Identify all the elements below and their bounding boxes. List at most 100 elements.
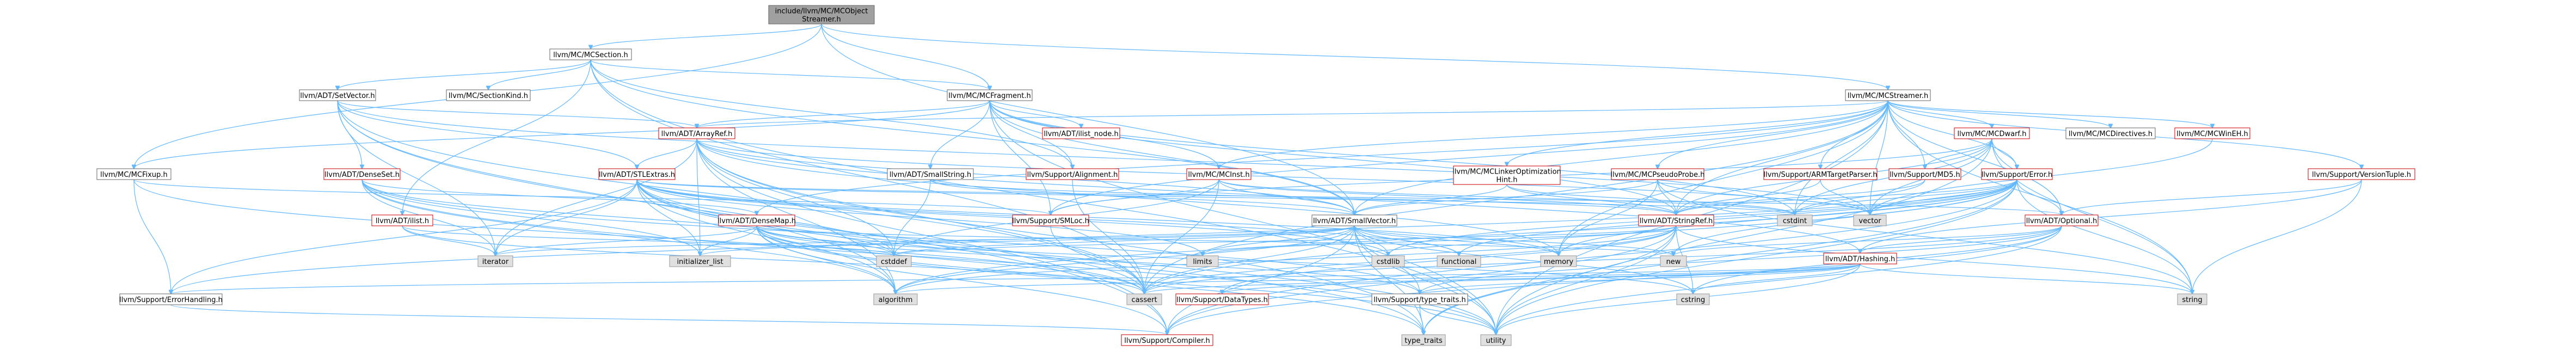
node-cassert: cassert xyxy=(1126,293,1162,305)
edge-stringref-to-cassert xyxy=(1144,225,1677,294)
node-densemap[interactable]: llvm/ADT/DenseMap.h xyxy=(717,214,796,226)
node-box xyxy=(1186,168,1252,180)
edge-optional-to-utility xyxy=(1496,225,2062,335)
node-label: Hint.h xyxy=(1496,176,1517,184)
node-smallvector[interactable]: llvm/ADT/SmallVector.h xyxy=(1311,214,1397,226)
edge-mcfragment-to-smallvector xyxy=(989,100,1354,215)
node-optional[interactable]: llvm/ADT/Optional.h xyxy=(2025,214,2099,226)
edge-ilist-to-iterator xyxy=(402,225,495,256)
edge-mcpseudoprobe-to-smallvector xyxy=(1354,179,1658,215)
edge-root-to-mcfragment xyxy=(821,23,990,90)
edge-setvector-to-cassert xyxy=(337,100,1144,294)
node-mcwineh[interactable]: llvm/MC/MCWinEH.h xyxy=(2174,127,2250,139)
node-label: llvm/ADT/Optional.h xyxy=(2026,217,2097,225)
node-mcfragment[interactable]: llvm/MC/MCFragment.h xyxy=(947,89,1033,101)
node-mcpseudoprobe[interactable]: llvm/MC/MCPseudoProbe.h xyxy=(1611,168,1705,180)
edge-versiontuple-to-hashing xyxy=(1860,179,2362,253)
edge-setvector-to-vector xyxy=(337,100,1870,215)
node-box xyxy=(1540,255,1577,267)
node-smallstring[interactable]: llvm/ADT/SmallString.h xyxy=(887,168,974,180)
node-mcfixup[interactable]: llvm/MC/MCFixup.h xyxy=(96,168,171,180)
node-box xyxy=(718,214,795,226)
node-ilist-node[interactable]: llvm/ADT/ilist_node.h xyxy=(1042,127,1120,139)
node-label: llvm/MC/SectionKind.h xyxy=(449,92,528,100)
node-label: Streamer.h xyxy=(802,16,841,24)
node-label: llvm/Support/Error.h xyxy=(1982,171,2053,179)
edge-smallvector-to-type_traits xyxy=(1354,225,1424,335)
node-label: llvm/ADT/SmallString.h xyxy=(890,171,971,179)
edge-mcfragment-to-ilist_node xyxy=(989,100,1081,128)
node-box xyxy=(1401,334,1446,346)
edge-stlextras-to-cstdint xyxy=(636,179,1795,215)
node-box xyxy=(1954,127,2030,139)
node-box xyxy=(1611,168,1704,180)
node-smloc[interactable]: llvm/Support/SMLoc.h xyxy=(1012,214,1089,226)
node-versiontuple[interactable]: llvm/Support/VersionTuple.h xyxy=(2308,168,2415,180)
edge-stringref-to-type_traits xyxy=(1424,225,1677,335)
node-errorhandling[interactable]: llvm/Support/ErrorHandling.h xyxy=(119,293,223,305)
node-arrayref[interactable]: llvm/ADT/ArrayRef.h xyxy=(658,127,735,139)
node-box xyxy=(446,89,531,101)
node-label: llvm/ADT/SmallVector.h xyxy=(1313,217,1396,225)
edge-mcfixup-to-cassert xyxy=(133,179,1144,294)
node-ilist[interactable]: llvm/ADT/ilist.h xyxy=(371,214,433,226)
node-sectionkind[interactable]: llvm/MC/SectionKind.h xyxy=(446,89,531,101)
node-label: cstdlib xyxy=(1377,258,1400,266)
node-label: utility xyxy=(1486,337,1506,345)
node-datatypes[interactable]: llvm/Support/DataTypes.h xyxy=(1175,293,1269,305)
edge-stringref-to-string xyxy=(1676,225,2192,294)
node-error[interactable]: llvm/Support/Error.h xyxy=(1981,168,2053,180)
edge-hashing-to-string xyxy=(1860,263,2192,294)
node-type-traits: type_traits xyxy=(1401,334,1446,346)
edge-hashing-to-cstring xyxy=(1693,263,1861,294)
edge-mcfragment-to-stringref xyxy=(989,100,1676,215)
edge-mcstreamer-to-error xyxy=(1887,100,2017,169)
node-md5[interactable]: llvm/Support/MD5.h xyxy=(1888,168,1961,180)
edge-mclinkeropt-to-cstdint xyxy=(1506,184,1795,215)
edge-densemap-to-new xyxy=(756,225,1673,256)
edge-smloc-to-cassert xyxy=(1050,225,1144,294)
node-denseset[interactable]: llvm/ADT/DenseSet.h xyxy=(323,168,401,180)
node-label: llvm/MC/MCFixup.h xyxy=(100,171,168,179)
node-box xyxy=(658,127,735,139)
edge-optional-to-cassert xyxy=(1144,225,2062,294)
node-cstdint: cstdint xyxy=(1777,214,1813,226)
node-mcstreamer[interactable]: llvm/MC/MCStreamer.h xyxy=(1845,89,1931,101)
edge-smallvector-to-initializer_list xyxy=(700,225,1355,256)
node-stlextras[interactable]: llvm/ADT/STLExtras.h xyxy=(598,168,676,180)
edge-smallvector-to-algorithm xyxy=(896,225,1355,294)
edge-hashing-to-cassert xyxy=(1144,263,1861,294)
node-mcdirectives[interactable]: llvm/MC/MCDirectives.h xyxy=(2065,127,2156,139)
edge-optional-to-hashing xyxy=(1860,225,2062,253)
node-box xyxy=(1121,334,1213,346)
edge-denseset-to-algorithm xyxy=(361,179,896,294)
node-mcsection[interactable]: llvm/MC/MCSection.h xyxy=(549,48,632,60)
node-box xyxy=(1453,165,1561,185)
edge-densemap-to-iterator xyxy=(495,225,757,256)
edge-mcstreamer-to-densemap xyxy=(757,100,1888,215)
node-hashing[interactable]: llvm/ADT/Hashing.h xyxy=(1823,253,1897,264)
node-compiler[interactable]: llvm/Support/Compiler.h xyxy=(1121,334,1213,346)
node-armtargetparser[interactable]: llvm/Support/ARMTargetParser.h xyxy=(1763,168,1878,180)
node-type-traits-h[interactable]: llvm/Support/type_traits.h xyxy=(1371,293,1468,305)
edge-stlextras-to-iterator xyxy=(495,179,637,256)
node-box xyxy=(1845,89,1931,101)
node-alignment[interactable]: llvm/Support/Alignment.h xyxy=(1026,168,1119,180)
node-mcinst[interactable]: llvm/MC/MCInst.h xyxy=(1186,168,1252,180)
node-label: llvm/MC/MCWinEH.h xyxy=(2176,130,2248,138)
edge-alignment-to-cassert xyxy=(1072,179,1144,294)
node-label: llvm/MC/MCDirectives.h xyxy=(2069,130,2152,138)
node-stringref[interactable]: llvm/ADT/StringRef.h xyxy=(1638,214,1714,226)
node-setvector[interactable]: llvm/ADT/SetVector.h xyxy=(299,89,376,101)
node-mcdwarf[interactable]: llvm/MC/MCDwarf.h xyxy=(1954,127,2030,139)
edge-mcpseudoprobe-to-stringref xyxy=(1657,179,1676,215)
edge-md5-to-cstdint xyxy=(1795,179,1925,215)
edge-mcfragment-to-arrayref xyxy=(697,100,990,128)
edge-smallvector-to-cassert xyxy=(1144,225,1355,294)
edge-arrayref-to-memory xyxy=(696,138,1559,256)
edge-stlextras-to-cassert xyxy=(636,179,1144,294)
node-label: iterator xyxy=(482,258,509,266)
